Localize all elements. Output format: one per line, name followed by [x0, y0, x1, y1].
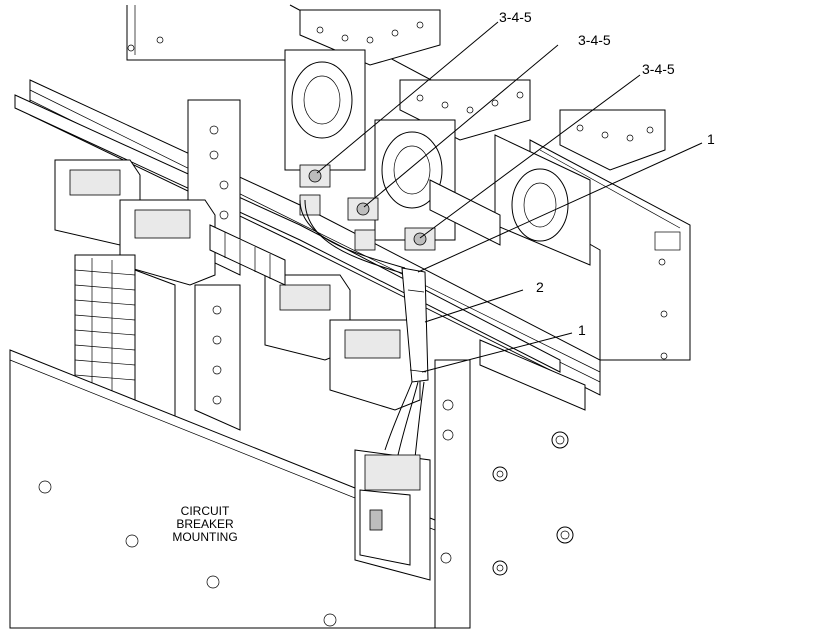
small-terminal-block [209, 224, 286, 286]
left-terminal-strip [74, 254, 176, 451]
circuit-breaker-mounting-caption: CIRCUIT BREAKER MOUNTING [165, 505, 245, 544]
transformers [54, 159, 421, 411]
front-panel [9, 349, 471, 629]
callout-label-2: 2 [536, 279, 544, 295]
leader-lines [316, 21, 703, 373]
callout-label-1-bottom: 1 [578, 322, 586, 338]
terminal-studs [299, 164, 436, 251]
callout-label-1-top: 1 [707, 131, 715, 147]
caption-line-1: CIRCUIT [180, 504, 230, 518]
callout-label-3-4-5-b: 3-4-5 [578, 32, 611, 48]
callout-label-3-4-5-a: 3-4-5 [499, 9, 532, 25]
caption-line-3: MOUNTING [172, 530, 238, 544]
callout-label-3-4-5-c: 3-4-5 [642, 61, 675, 77]
right-side-fasteners [492, 431, 574, 576]
wire-harness [299, 199, 429, 459]
caption-line-2: BREAKER [176, 517, 234, 531]
